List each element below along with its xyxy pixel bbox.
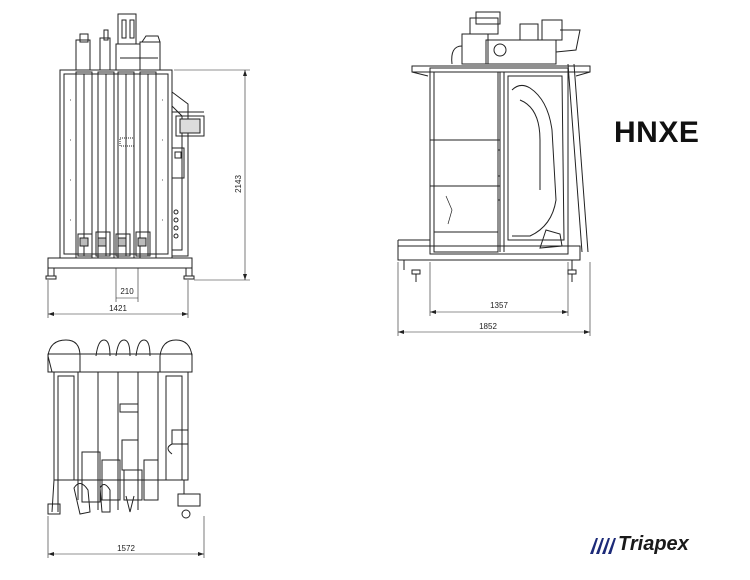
dim-side-total-label: 1852 (479, 322, 497, 331)
brand-logo: Triapex (588, 530, 738, 560)
model-title: HNXE (614, 116, 700, 149)
dim-pitch-label: 210 (120, 287, 134, 296)
dim-side-frame-label: 1357 (490, 301, 508, 310)
dim-top-width-label: 1572 (117, 544, 135, 553)
triapex-logo-icon (590, 538, 616, 554)
dim-height-label: 2143 (234, 175, 243, 193)
top-view (47, 339, 205, 558)
dim-front-width-label: 1421 (109, 304, 127, 313)
side-view (397, 11, 591, 336)
brand-name: Triapex (618, 533, 689, 555)
front-view (45, 13, 250, 318)
